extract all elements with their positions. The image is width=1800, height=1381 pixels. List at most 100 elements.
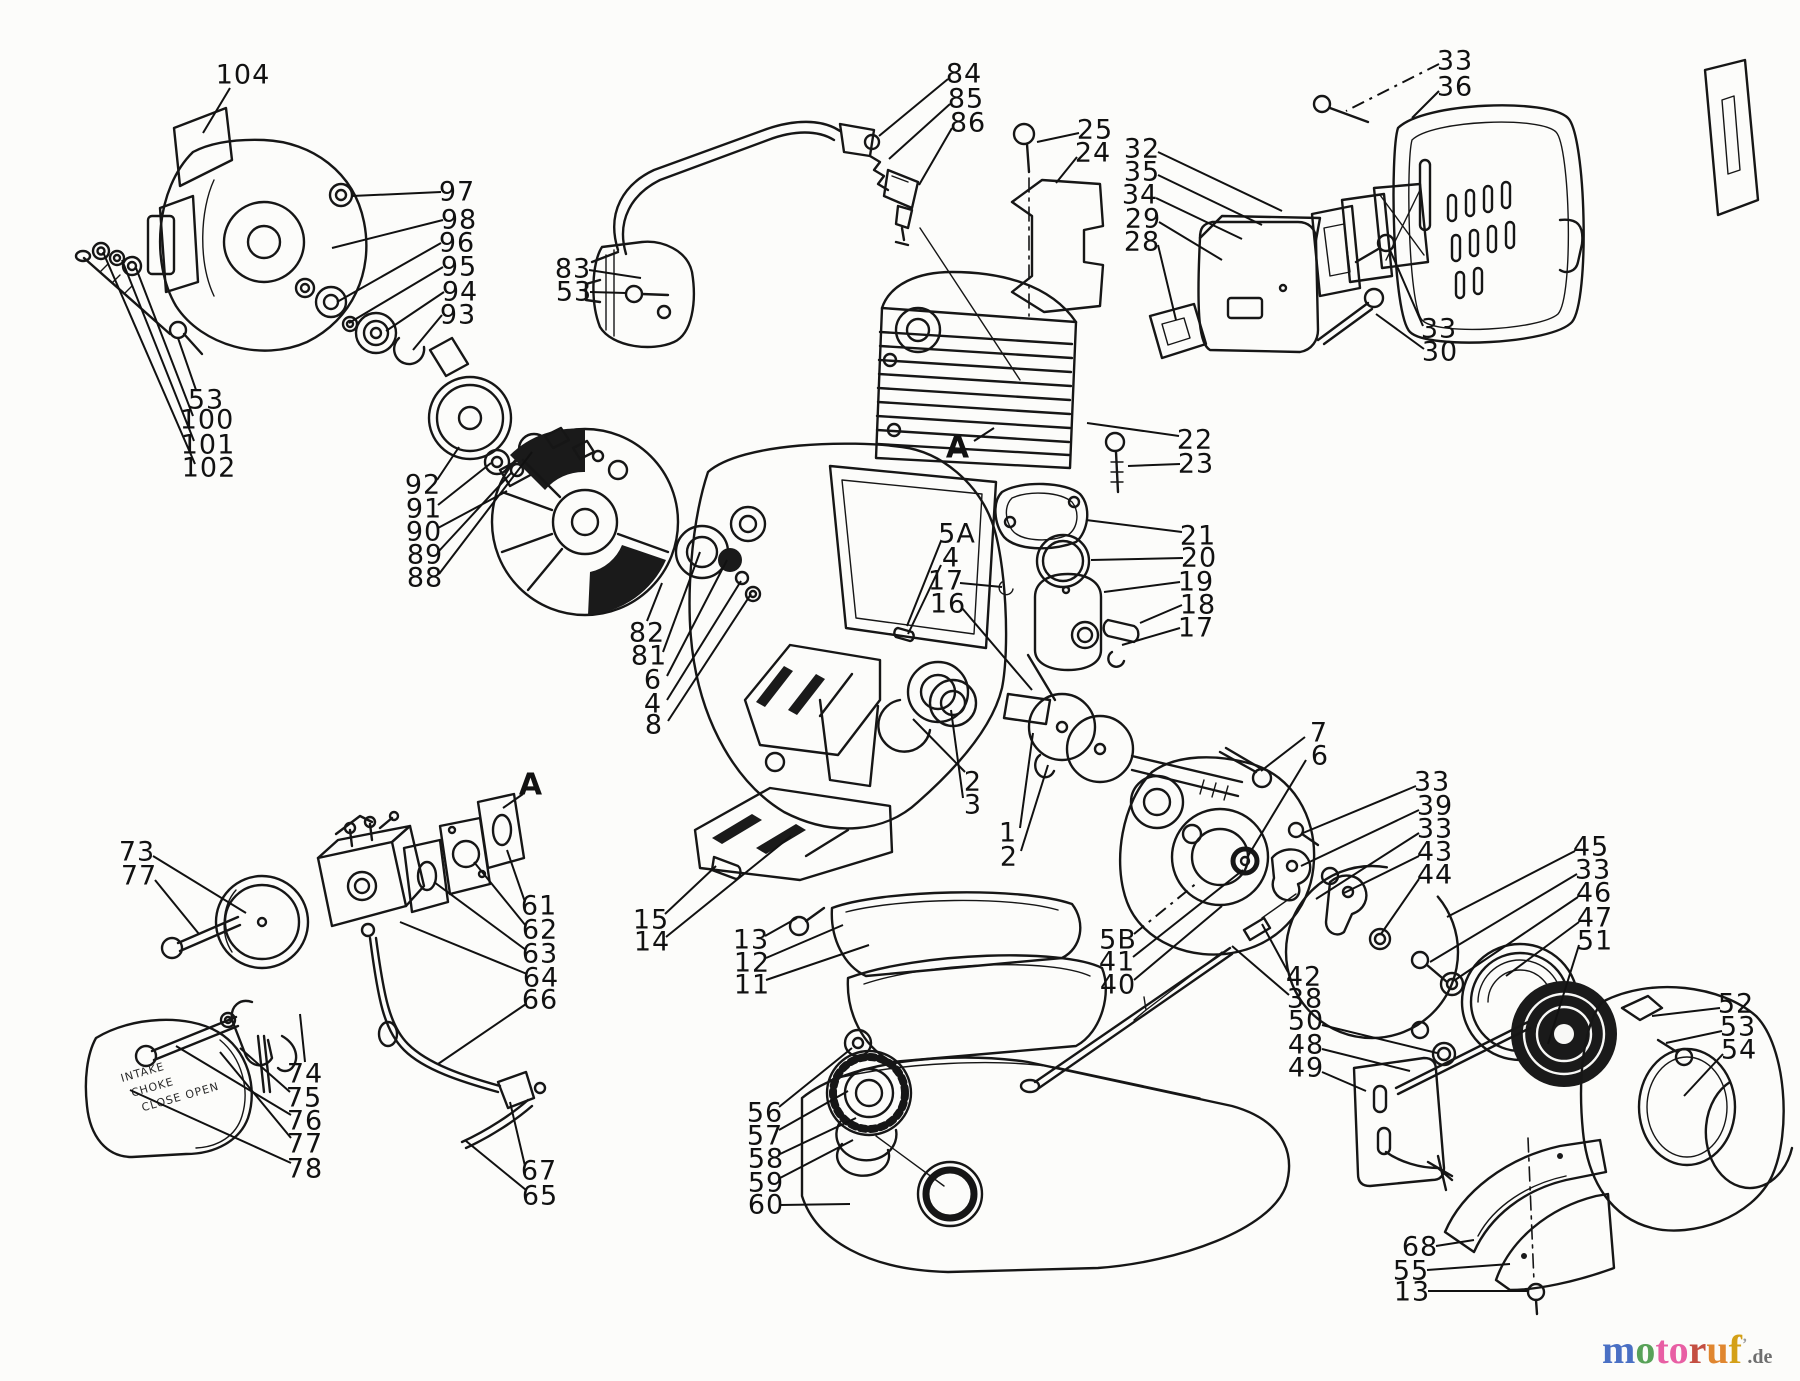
watermark-letter: m <box>1602 1327 1636 1372</box>
part-callout-91: 91 <box>406 494 442 525</box>
leader-line-17 <box>959 582 1003 588</box>
watermark-letter: o <box>1668 1327 1689 1372</box>
part-callout-104: 104 <box>216 60 271 91</box>
part-callout-74: 74 <box>287 1059 323 1090</box>
part-callout-4: 4 <box>942 543 960 574</box>
part-callout-18: 18 <box>1180 590 1216 621</box>
part-callout-75: 75 <box>286 1083 322 1114</box>
part-callout-56: 56 <box>747 1098 783 1129</box>
piston-group <box>994 482 1140 672</box>
part-callout-6: 6 <box>1311 741 1329 772</box>
part-callout-11: 11 <box>734 970 770 1001</box>
part-callout-83: 83 <box>555 254 591 285</box>
callout-layer: 1049798969594935310010110292919089888485… <box>102 46 1756 1308</box>
leader-line-53 <box>177 337 197 391</box>
watermark-letter: u <box>1706 1327 1729 1372</box>
part-callout-93: 93 <box>440 300 476 331</box>
part-callout-57: 57 <box>747 1121 783 1152</box>
shield-group <box>693 643 1107 1064</box>
leader-line-65 <box>465 1140 527 1191</box>
part-callout-85: 85 <box>948 84 984 115</box>
leader-line-86 <box>918 127 953 186</box>
part-callout-97: 97 <box>439 177 475 208</box>
part-callout-22: 22 <box>1177 425 1213 456</box>
part-callout-15: 15 <box>633 905 669 936</box>
leader-line-50 <box>1321 1024 1438 1054</box>
part-callout-77: 77 <box>287 1129 323 1160</box>
leader-line-13 <box>764 917 798 937</box>
part-callout-95: 95 <box>441 252 477 283</box>
part-callout-16: 16 <box>930 589 966 620</box>
motoruf-watermark-logo: motoruf’.de <box>1602 1330 1772 1370</box>
leader-line-2 <box>1020 764 1049 852</box>
part-callout-92: 92 <box>405 470 441 501</box>
part-callout-30: 30 <box>1422 337 1458 368</box>
leader-line-29 <box>1158 221 1223 261</box>
part-callout-88: 88 <box>407 563 443 594</box>
part-callout-47: 47 <box>1577 903 1613 934</box>
watermark-letter: o <box>1635 1327 1656 1372</box>
leader-line-19 <box>1103 581 1181 593</box>
part-callout-98: 98 <box>441 205 477 236</box>
leader-line-55 <box>1426 1263 1511 1271</box>
part-callout-6: 6 <box>644 665 662 696</box>
leader-line-32 <box>1157 151 1283 212</box>
part-callout-81: 81 <box>631 641 667 672</box>
leader-line-25 <box>1036 132 1080 143</box>
leader-line-3 <box>950 709 964 799</box>
leader-line-81 <box>662 551 701 653</box>
part-callout-61: 61 <box>521 891 557 922</box>
leader-line-28 <box>1157 244 1177 321</box>
part-callout-41: 41 <box>1099 947 1135 978</box>
leader-line-59 <box>779 1139 854 1179</box>
leader-line-53 <box>589 291 627 294</box>
fuel-tank-group <box>800 1028 1291 1274</box>
part-callout-100: 100 <box>180 405 235 436</box>
leader-line-6 <box>1247 759 1307 857</box>
leader-line-95 <box>348 266 444 324</box>
leader-line-33 <box>1345 63 1440 112</box>
part-callout-102: 102 <box>182 453 237 484</box>
leader-line-77 <box>219 1051 292 1139</box>
leader-line-33 <box>1429 873 1578 963</box>
part-callout-35: 35 <box>1124 157 1160 188</box>
part-callout-7: 7 <box>1310 718 1328 749</box>
leader-line-21 <box>1085 519 1183 533</box>
leader-line-83 <box>588 269 642 279</box>
part-callout-59: 59 <box>748 1168 784 1199</box>
part-callout-68: 68 <box>1402 1232 1438 1263</box>
watermark-suffix: .de <box>1747 1346 1773 1368</box>
leader-line-102 <box>102 251 196 465</box>
part-callout-62: 62 <box>522 915 558 946</box>
leader-line-60 <box>779 1203 851 1206</box>
part-callout-19: 19 <box>1178 567 1214 598</box>
crankshaft-group <box>877 653 1244 801</box>
part-callout-42: 42 <box>1286 962 1322 993</box>
leader-line-63 <box>433 881 527 951</box>
leader-line-101 <box>121 259 195 442</box>
leader-line-33 <box>1302 785 1417 834</box>
leader-line-73 <box>152 855 247 914</box>
watermark-letter: r <box>1688 1327 1707 1372</box>
part-callout-13: 13 <box>733 925 769 956</box>
leader-line-11 <box>765 944 870 981</box>
leader-line-38 <box>1231 945 1290 996</box>
part-callout-67: 67 <box>521 1156 557 1187</box>
leader-line-4 <box>666 580 742 701</box>
leader-line-104 <box>202 87 231 134</box>
leader-line-A <box>973 427 995 442</box>
leader-line-78 <box>129 1089 292 1164</box>
part-callout-33: 33 <box>1575 855 1611 886</box>
leader-line-5A <box>906 540 942 627</box>
part-callout-1: 1 <box>999 818 1017 849</box>
leader-line-92 <box>436 446 460 481</box>
leader-line-56 <box>778 1047 853 1108</box>
leader-line-35 <box>1157 174 1263 226</box>
part-callout-84: 84 <box>946 59 982 90</box>
part-callout-55: 55 <box>1393 1256 1429 1287</box>
part-callout-86: 86 <box>950 108 986 139</box>
leader-line-61 <box>506 849 526 903</box>
lower-cover-group <box>1443 1137 1616 1316</box>
carburetor-group <box>84 792 547 1159</box>
